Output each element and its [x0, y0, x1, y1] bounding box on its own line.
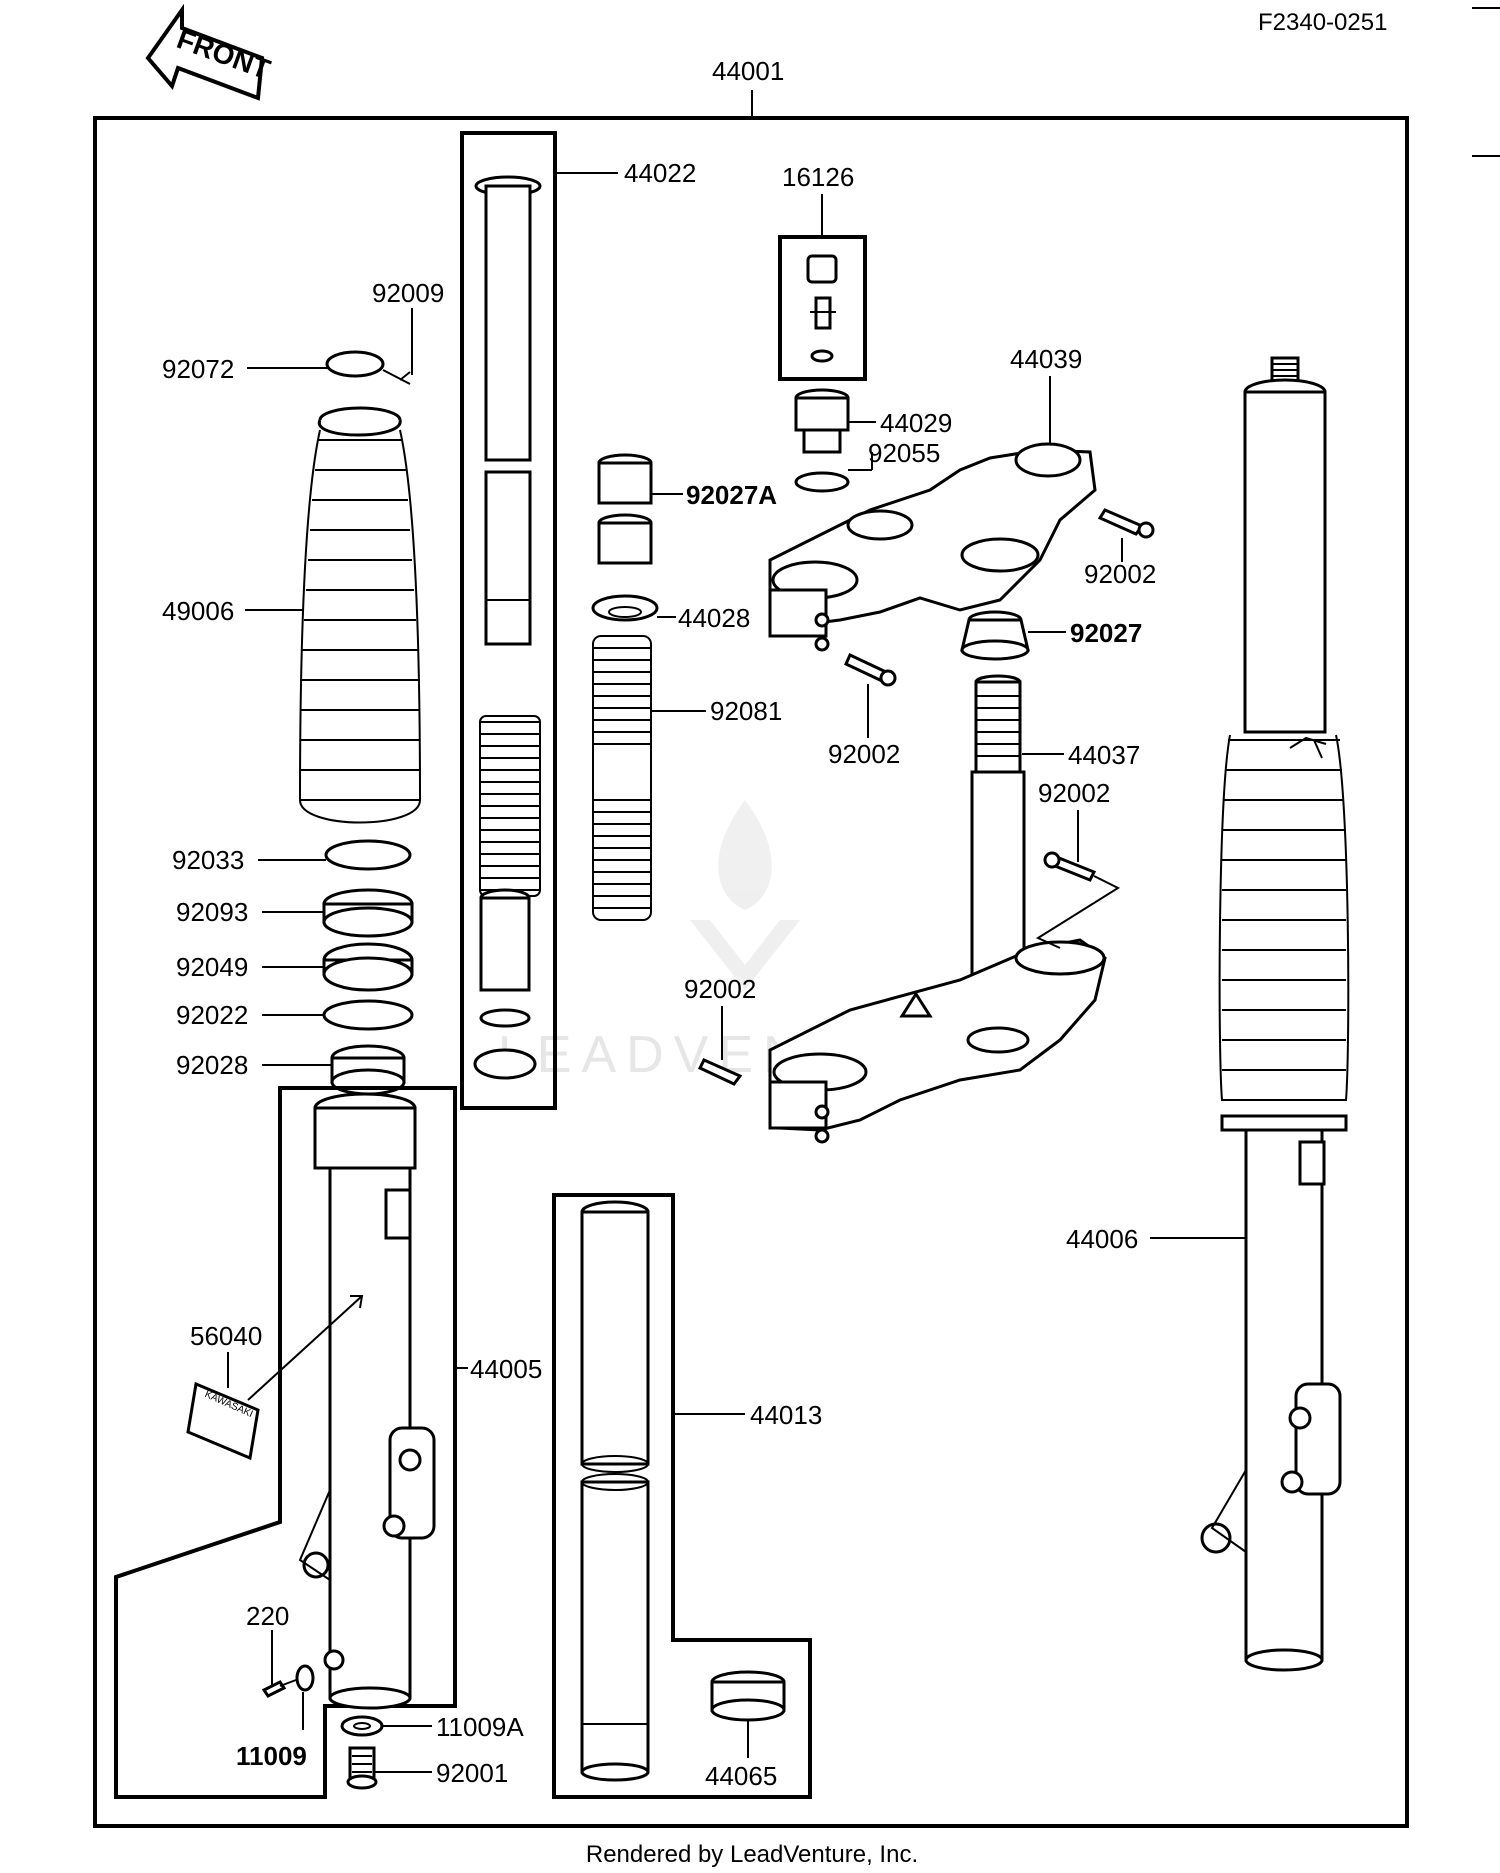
watermark-logo	[690, 800, 800, 990]
retaining-ring-92033	[324, 839, 412, 871]
label-92027a: 92027A	[686, 480, 777, 510]
seal-92093	[322, 888, 414, 938]
label-44005: 44005	[470, 1354, 542, 1384]
label-220: 220	[246, 1601, 289, 1631]
label-44006: 44006	[1066, 1224, 1138, 1254]
label-92002-b: 92002	[828, 739, 900, 769]
label-92022: 92022	[176, 1000, 248, 1030]
label-92033: 92033	[172, 845, 244, 875]
dust-boot-49006	[298, 406, 422, 824]
label-92093: 92093	[176, 897, 248, 927]
label-92002-a: 92002	[1084, 559, 1156, 589]
label-44028: 44028	[678, 603, 750, 633]
label-92027: 92027	[1070, 618, 1142, 648]
label-56040: 56040	[190, 1321, 262, 1351]
label-44001: 44001	[712, 56, 784, 86]
label-44022: 44022	[624, 158, 696, 188]
decal-56040: KAWASAKI	[186, 1381, 260, 1461]
box-44005	[114, 1086, 457, 1799]
inner-spring	[479, 715, 541, 897]
label-92049: 92049	[176, 952, 248, 982]
piston	[473, 888, 537, 1080]
front-arrow-icon: FRONT	[145, 3, 274, 101]
upper-bracket-44039	[768, 442, 1097, 652]
box-44013	[552, 1193, 812, 1799]
bolt-92002-lower-left	[697, 1058, 743, 1086]
box-44022	[460, 131, 557, 1110]
bolt-92002-upper-right	[1097, 508, 1155, 539]
label-16126: 16126	[782, 162, 854, 192]
bolt-92001	[346, 1746, 378, 1790]
label-92009: 92009	[372, 278, 444, 308]
top-plug-44029	[794, 388, 850, 454]
bolt-92002-lower-right	[1043, 851, 1097, 882]
bearing-92027	[960, 610, 1030, 661]
label-44037: 44037	[1068, 740, 1140, 770]
bolt-92002-upper-left	[844, 652, 897, 687]
label-44029: 44029	[880, 408, 952, 438]
washer-11009	[295, 1664, 315, 1692]
damper-rod	[474, 175, 542, 646]
spring-seat-44028	[591, 594, 659, 622]
fork-assembly-44006	[1200, 356, 1350, 1672]
label-44039: 44039	[1010, 344, 1082, 374]
label-44013: 44013	[750, 1400, 822, 1430]
label-49006: 49006	[162, 596, 234, 626]
gasket-11009a	[340, 1715, 384, 1737]
air-valve-16126	[806, 254, 838, 363]
label-44065: 44065	[705, 1761, 777, 1791]
label-92055: 92055	[868, 438, 940, 468]
lower-bracket	[768, 938, 1107, 1144]
label-11009a: 11009A	[436, 1712, 524, 1742]
assembly-frame	[93, 116, 1409, 1828]
label-92072: 92072	[162, 354, 234, 384]
bushing-44065	[710, 1670, 786, 1722]
oring-92055	[794, 471, 850, 493]
fork-spring-92081	[592, 635, 652, 921]
bushing-92027a	[597, 453, 653, 565]
label-92001: 92001	[436, 1758, 508, 1788]
label-11009: 11009	[236, 1741, 307, 1771]
inner-tube-44013	[580, 1200, 650, 1782]
screw-220	[261, 1679, 297, 1698]
label-92002-c: 92002	[1038, 778, 1110, 808]
boot-clamp-92072	[325, 350, 411, 385]
figure-code: F2340-0251	[1258, 9, 1387, 36]
footer-rendered-by: Rendered by LeadVenture, Inc.	[586, 1841, 918, 1868]
label-92002-d: 92002	[684, 974, 756, 1004]
box-16126	[778, 235, 867, 381]
label-92028: 92028	[176, 1050, 248, 1080]
outer-tube-left	[298, 1092, 436, 1710]
washer-92022	[322, 999, 414, 1031]
label-92081: 92081	[710, 696, 782, 726]
oil-seal-92049	[322, 942, 414, 992]
